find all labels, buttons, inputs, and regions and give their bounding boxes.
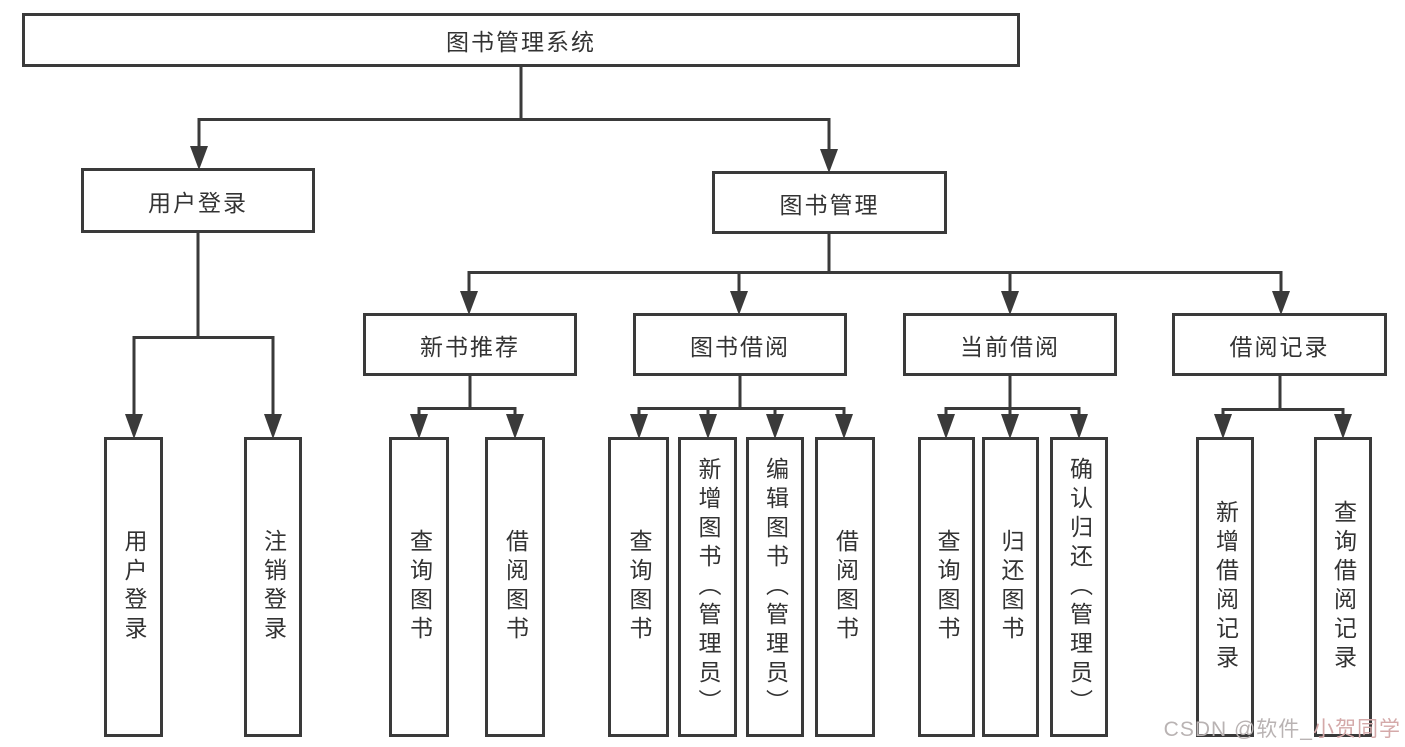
node-book-borrowing: 图书借阅 <box>633 313 847 376</box>
leaf-label: 查询图书 <box>934 529 960 645</box>
leaf-label: 确认归还（管理员） <box>1066 456 1093 718</box>
node-new-book-recommendation: 新书推荐 <box>363 313 577 376</box>
leaf-label: 用户登录 <box>121 529 147 645</box>
watermark: CSDN @软件_小贺同学 <box>1164 713 1401 743</box>
leaf-label: 借阅图书 <box>832 529 859 645</box>
leaf-label: 归还图书 <box>998 529 1024 645</box>
leaf-label: 新增借阅记录 <box>1212 500 1239 674</box>
leaf-label: 编辑图书（管理员） <box>762 456 789 718</box>
leaf-query-borrow-record: 查询借阅记录 <box>1314 437 1372 737</box>
leaf-label: 查询图书 <box>406 529 433 645</box>
leaf-edit-books-admin: 编辑图书（管理员） <box>746 437 804 737</box>
leaf-borrow-books: 借阅图书 <box>815 437 875 737</box>
watermark-csdn: CSDN @软件_ <box>1163 718 1313 741</box>
leaf-add-books-admin: 新增图书（管理员） <box>678 437 737 737</box>
node-library-management-system: 图书管理系统 <box>22 13 1020 67</box>
node-borrowing-records: 借阅记录 <box>1172 313 1387 376</box>
node-current-borrowing: 当前借阅 <box>903 313 1117 376</box>
node-label: 图书管理系统 <box>446 29 596 55</box>
leaf-return-books: 归还图书 <box>982 437 1039 737</box>
node-user-login: 用户登录 <box>81 168 315 233</box>
leaf-label: 查询借阅记录 <box>1330 500 1357 674</box>
leaf-label: 注销登录 <box>260 529 287 645</box>
node-book-management: 图书管理 <box>712 171 947 234</box>
leaf-logout-login: 注销登录 <box>244 437 302 737</box>
watermark-author: 小贺同学 <box>1313 718 1401 741</box>
leaf-user-login: 用户登录 <box>104 437 163 737</box>
node-label: 用户登录 <box>148 189 248 216</box>
node-label: 图书借阅 <box>690 333 790 360</box>
leaf-query-books-newbook: 查询图书 <box>389 437 449 737</box>
leaf-label: 查询图书 <box>626 529 652 645</box>
node-label: 图书管理 <box>779 191 880 218</box>
node-label: 当前借阅 <box>960 333 1060 360</box>
node-label: 借阅记录 <box>1229 333 1330 360</box>
leaf-label: 借阅图书 <box>502 529 529 645</box>
leaf-add-borrow-record: 新增借阅记录 <box>1196 437 1254 737</box>
leaf-borrow-books-newbook: 借阅图书 <box>485 437 545 737</box>
leaf-confirm-return-admin: 确认归还（管理员） <box>1050 437 1108 737</box>
leaf-label: 新增图书（管理员） <box>695 456 721 718</box>
leaf-query-books-current: 查询图书 <box>918 437 975 737</box>
leaf-query-books-borrow: 查询图书 <box>608 437 669 737</box>
node-label: 新书推荐 <box>420 333 520 360</box>
